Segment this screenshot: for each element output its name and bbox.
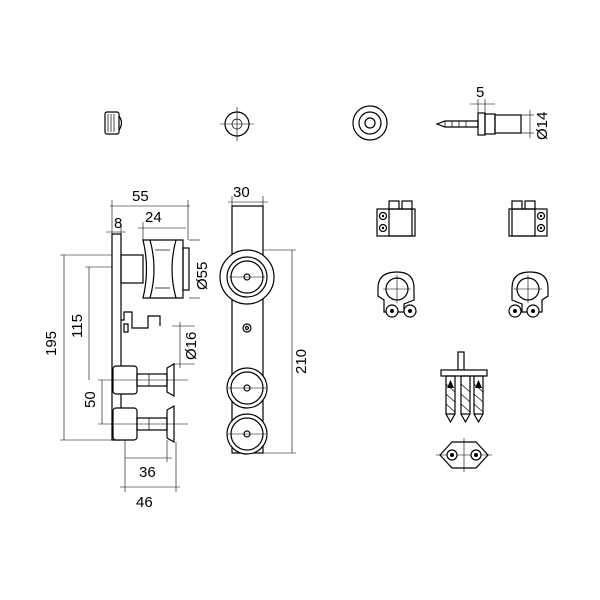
dim-55-dia-label: Ø55 (194, 262, 211, 290)
clamp-block-right (508, 200, 548, 237)
roller-bracket-left (377, 271, 417, 318)
roller-bracket-right (508, 271, 549, 318)
dim-24-label: 24 (145, 209, 162, 226)
dim-5-label: 5 (476, 84, 484, 101)
dim-210-label: 210 (293, 349, 310, 374)
clamp-block-left (376, 200, 416, 237)
side-view-assembly (98, 233, 190, 444)
side-view-dimension-lines (60, 200, 200, 492)
dim-55-label: 55 (132, 188, 149, 205)
dim-30-label: 30 (233, 184, 250, 201)
bushing-part (104, 111, 123, 135)
dim-195-label: 195 (43, 331, 60, 356)
screw-part (435, 99, 534, 138)
floor-guide-bottom-view (436, 438, 492, 472)
dim-14-dia-label: Ø14 (534, 112, 551, 140)
washer-part (352, 105, 388, 141)
front-view-plate (219, 205, 275, 455)
dim-8-label: 8 (114, 215, 122, 232)
dim-46-label: 46 (136, 494, 153, 511)
rod-end-view (220, 107, 254, 141)
dim-50-label: 50 (82, 391, 99, 408)
dim-36-label: 36 (139, 464, 156, 481)
front-view-dimension-lines (228, 196, 296, 454)
dim-16-dia-label: Ø16 (183, 332, 200, 360)
floor-guide-anchors (440, 351, 488, 424)
dim-115-label: 115 (69, 314, 86, 338)
